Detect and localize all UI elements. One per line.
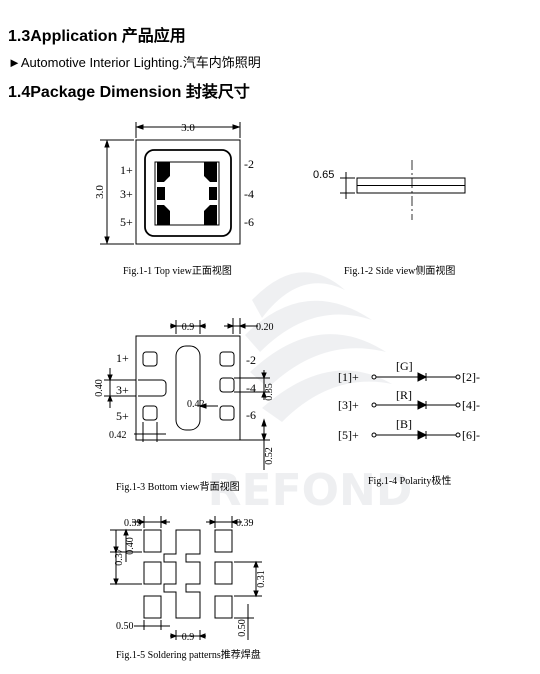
fig4-color-b: [B] — [396, 417, 412, 431]
fig4-polarity-diagram — [371, 372, 461, 440]
fig3-dim-right-bottom: 0.52 — [264, 447, 275, 465]
fig5-dim-bottom-center: 0.9 — [182, 632, 195, 643]
fig2-thickness-dim: 0.65 — [313, 169, 334, 181]
fig3-dim-top-right: 0.20 — [256, 322, 274, 333]
fig5-dim-left-v2: 0.40 — [125, 537, 136, 555]
bullet-arrow-icon: ► — [8, 55, 21, 70]
fig1-pin-1: 1+ — [120, 163, 133, 177]
fig4-anode-5: [5]+ — [338, 428, 359, 442]
fig3-dim-left-bottom: 0.42 — [109, 430, 127, 441]
section-1-4-heading: 1.4Package Dimension 封装尺寸 — [8, 84, 250, 101]
fig3-pin-5: 5+ — [116, 409, 129, 423]
fig2-side-view — [340, 160, 466, 220]
fig4-cathode-4: [4]- — [462, 398, 480, 412]
fig1-caption: Fig.1-1 Top view正面视图 — [123, 264, 232, 277]
section-1-3-heading: 1.3Application 产品应用 — [8, 28, 186, 45]
fig4-cathode-6: [6]- — [462, 428, 480, 442]
fig3-dim-right-v: 0.35 — [264, 383, 275, 401]
fig5-dim-bottom-right-v: 0.50 — [237, 619, 248, 637]
fig1-pin-4: -4 — [244, 187, 254, 201]
fig4-color-g: [G] — [396, 359, 413, 373]
fig4-anode-3: [3]+ — [338, 398, 359, 412]
fig1-width-dim: 3.0 — [181, 122, 195, 134]
fig1-pin-6: -6 — [244, 215, 254, 229]
fig3-dim-center: 0.42 — [187, 399, 205, 410]
fig5-caption: Fig.1-5 Soldering patterns推荐焊盘 — [116, 648, 261, 661]
fig5-dim-right-v: 0.31 — [256, 570, 267, 588]
fig3-dim-left-v: 0.40 — [94, 379, 105, 397]
fig5-dim-bottom-left: 0.50 — [116, 621, 134, 632]
fig3-dim-top-center: 0.9 — [182, 322, 195, 333]
fig1-pin-3: 3+ — [120, 187, 133, 201]
fig4-color-r: [R] — [396, 388, 412, 402]
fig3-pin-2: -2 — [246, 353, 256, 367]
fig3-pin-1: 1+ — [116, 351, 129, 365]
fig2-caption: Fig.1-2 Side view侧面视图 — [344, 264, 455, 277]
fig5-dim-top-left: 0.39 — [124, 518, 142, 529]
fig4-caption: Fig.1-4 Polarity极性 — [368, 474, 451, 487]
fig3-pin-6: -6 — [246, 408, 256, 422]
fig5-dim-left-v1: 0.37 — [114, 548, 125, 566]
fig1-top-view — [100, 122, 241, 245]
fig5-soldering-pattern — [110, 516, 262, 640]
watermark-text: REFOND — [208, 465, 413, 516]
fig1-pin-2: -2 — [244, 157, 254, 171]
application-line: ►Automotive Interior Lighting.汽车内饰照明 — [8, 52, 261, 71]
application-text: Automotive Interior Lighting.汽车内饰照明 — [20, 55, 261, 70]
fig5-dim-top-right: 0.39 — [236, 518, 254, 529]
fig3-bottom-view — [104, 318, 270, 470]
fig4-cathode-2: [2]- — [462, 370, 480, 384]
fig3-pin-3: 3+ — [116, 383, 129, 397]
fig3-pin-4: -4 — [246, 381, 256, 395]
fig4-anode-1: [1]+ — [338, 370, 359, 384]
fig1-pin-5: 5+ — [120, 215, 133, 229]
fig1-height-dim: 3.0 — [94, 185, 106, 199]
fig3-caption: Fig.1-3 Bottom view背面视图 — [116, 480, 240, 493]
